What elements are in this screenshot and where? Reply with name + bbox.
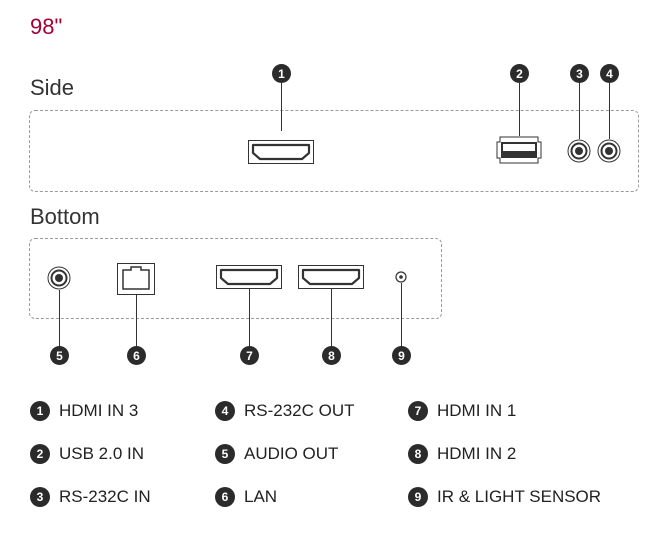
legend-item-ir-light-sensor: 9 IR & LIGHT SENSOR bbox=[408, 486, 601, 508]
leader-line-2 bbox=[519, 83, 520, 136]
legend-callout-2: 2 bbox=[30, 444, 50, 464]
legend-callout-6: 6 bbox=[215, 487, 235, 507]
legend-item-audio-out: 5 AUDIO OUT bbox=[215, 443, 338, 465]
callout-3: 3 bbox=[570, 64, 589, 83]
leader-line-5 bbox=[59, 290, 60, 346]
lan-port-icon bbox=[117, 263, 155, 295]
legend-label-rs232c-out: RS-232C OUT bbox=[244, 401, 355, 420]
hdmi-in-2-port-icon bbox=[298, 265, 364, 289]
legend-item-rs232c-in: 3 RS-232C IN bbox=[30, 486, 151, 508]
leader-line-9 bbox=[401, 283, 402, 346]
legend-label-hdmi-in-2: HDMI IN 2 bbox=[437, 444, 517, 463]
legend-item-usb-2-in: 2 USB 2.0 IN bbox=[30, 443, 144, 465]
bottom-section-label: Bottom bbox=[30, 204, 100, 229]
callout-4: 4 bbox=[600, 64, 619, 83]
legend-label-usb-2-in: USB 2.0 IN bbox=[59, 444, 145, 463]
legend-callout-3: 3 bbox=[30, 487, 50, 507]
bottom-panel bbox=[29, 238, 442, 319]
side-section-label: Side bbox=[30, 75, 75, 100]
legend-callout-7: 7 bbox=[408, 401, 428, 421]
rs232c-out-jack-icon bbox=[597, 139, 621, 163]
legend-item-rs232c-out: 4 RS-232C OUT bbox=[215, 400, 355, 422]
legend-callout-1: 1 bbox=[30, 401, 50, 421]
callout-6: 6 bbox=[127, 346, 146, 365]
ir-light-sensor-icon bbox=[395, 271, 407, 283]
usb-port-icon bbox=[496, 136, 542, 164]
legend-callout-9: 9 bbox=[408, 487, 428, 507]
leader-line-4 bbox=[609, 83, 610, 139]
leader-line-1 bbox=[281, 83, 282, 131]
legend-item-hdmi-in-3: 1 HDMI IN 3 bbox=[30, 400, 138, 422]
legend-callout-8: 8 bbox=[408, 444, 428, 464]
leader-line-3 bbox=[579, 83, 580, 139]
legend-callout-4: 4 bbox=[215, 401, 235, 421]
callout-1: 1 bbox=[272, 64, 291, 83]
leader-line-7 bbox=[249, 289, 250, 346]
legend-item-lan: 6 LAN bbox=[215, 486, 277, 508]
leader-line-6 bbox=[136, 295, 137, 346]
callout-8: 8 bbox=[322, 346, 341, 365]
rs232c-in-jack-icon bbox=[567, 139, 591, 163]
legend-label-hdmi-in-1: HDMI IN 1 bbox=[437, 401, 517, 420]
hdmi-port-icon bbox=[248, 140, 314, 164]
legend-label-hdmi-in-3: HDMI IN 3 bbox=[59, 401, 139, 420]
legend-label-rs232c-in: RS-232C IN bbox=[59, 487, 151, 506]
audio-out-jack-icon bbox=[47, 266, 71, 290]
callout-2: 2 bbox=[510, 64, 529, 83]
side-panel bbox=[29, 110, 639, 192]
hdmi-in-1-port-icon bbox=[216, 265, 282, 289]
legend-item-hdmi-in-2: 8 HDMI IN 2 bbox=[408, 443, 516, 465]
legend-callout-5: 5 bbox=[215, 444, 235, 464]
legend-label-lan: LAN bbox=[244, 487, 278, 506]
model-size-label: 98" bbox=[30, 14, 63, 39]
leader-line-8 bbox=[331, 289, 332, 346]
callout-7: 7 bbox=[240, 346, 259, 365]
callout-5: 5 bbox=[50, 346, 69, 365]
callout-9: 9 bbox=[392, 346, 411, 365]
legend-label-audio-out: AUDIO OUT bbox=[244, 444, 339, 463]
legend-item-hdmi-in-1: 7 HDMI IN 1 bbox=[408, 400, 516, 422]
legend-label-ir-light-sensor: IR & LIGHT SENSOR bbox=[437, 487, 602, 506]
